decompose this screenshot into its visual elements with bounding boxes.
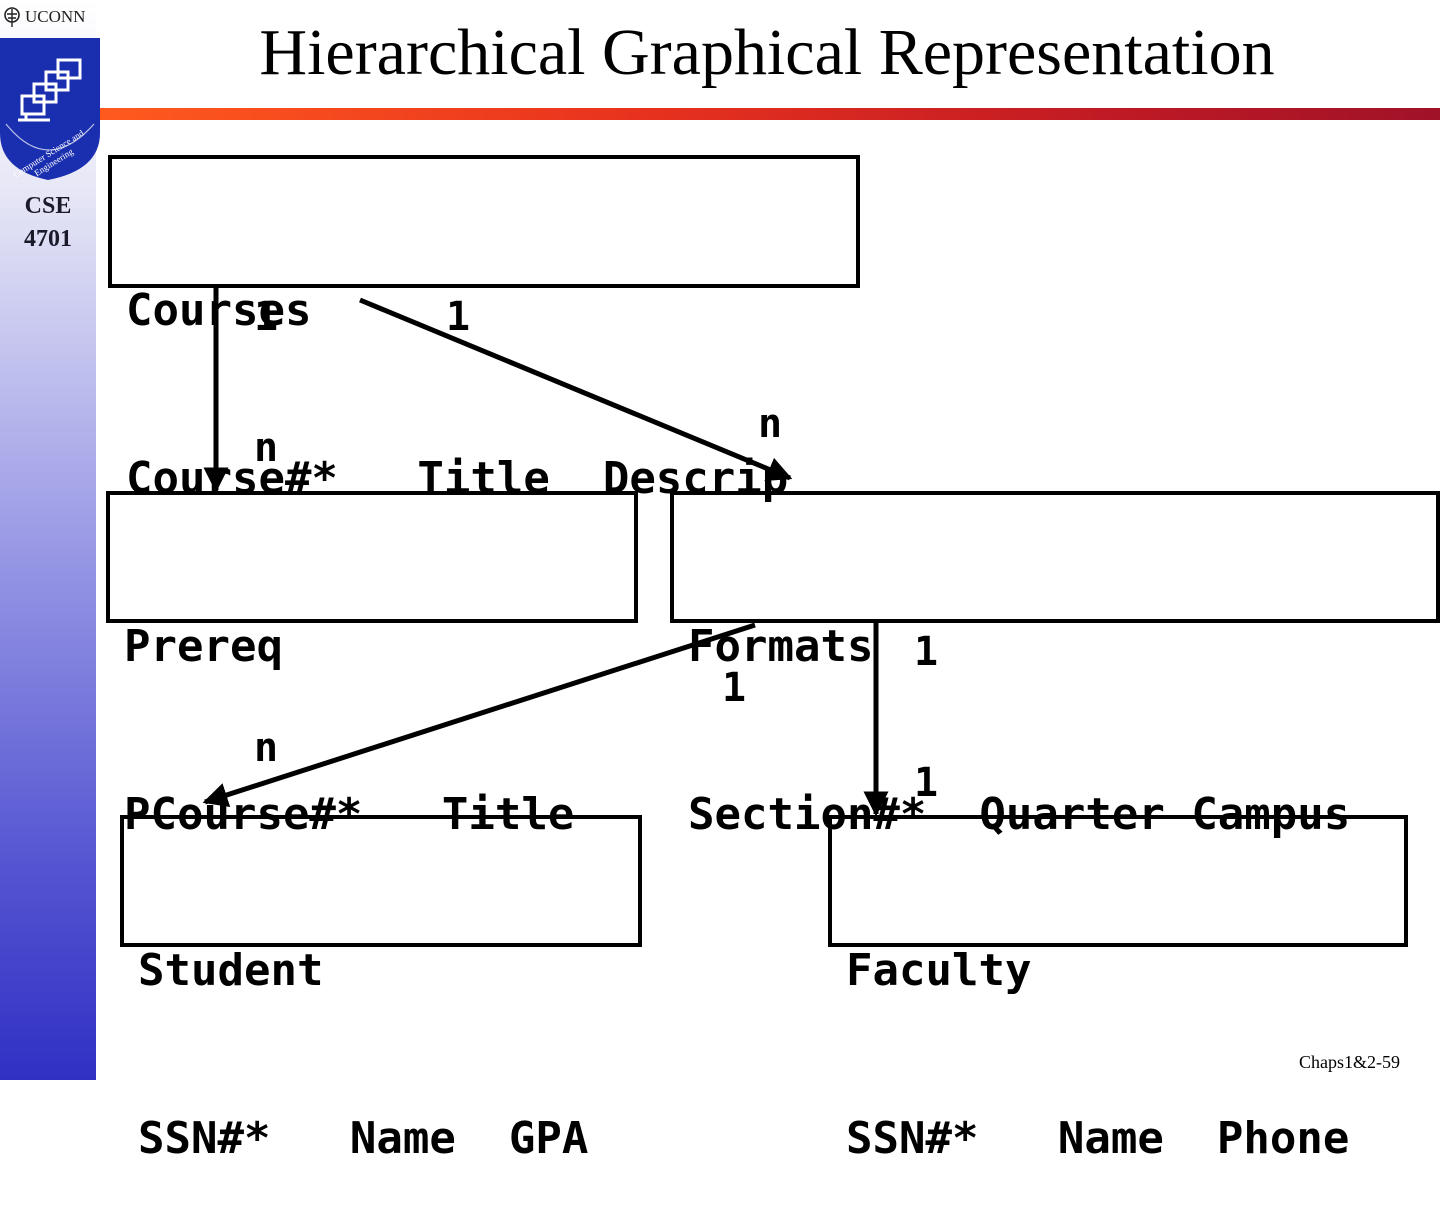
course-code: CSE 4701 [0,190,96,256]
courses-box-name: Courses [126,285,312,336]
edge-formats-student [202,622,756,808]
cardinality-formats-student-parent: 1 [722,665,747,711]
prereq-box: Prereq PCourse#* Title [106,491,638,840]
hierarchy-connectors [202,286,889,817]
cardinality-formats-faculty-parent: 1 [914,629,939,675]
course-code-line2: 4701 [24,226,72,252]
page-title: Hierarchical Graphical Representation [259,16,1275,89]
brand: UCONN [2,4,85,30]
title-rule [100,108,1440,120]
cardinality-formats-student-child: n [254,725,279,771]
prereq-box-name: Prereq [124,621,283,672]
student-box: Student SSN#* Name GPA [120,815,642,1164]
oak-leaf-icon [4,7,20,27]
cardinality-courses-prereq-child: n [254,425,279,471]
edge-courses-formats [359,297,793,481]
formats-box-name: Formats [688,621,874,672]
student-box-fields: SSN#* Name GPA [138,1113,589,1164]
brand-text: UCONN [25,7,86,26]
cardinality-formats-faculty-child: 1 [914,760,939,806]
formats-box-fields: Section#* Quarter Campus [688,789,1351,840]
formats-box: Formats Section#* Quarter Campus [670,491,1440,840]
prereq-box-fields: PCourse#* Title [124,789,575,840]
faculty-box-fields: SSN#* Name Phone [846,1113,1350,1164]
student-box-name: Student [138,945,324,996]
department-logo [0,38,100,180]
stacked-computers-icon [18,58,82,122]
cardinality-courses-prereq-parent: 1 [254,294,279,340]
cardinality-courses-formats-child: n [758,401,783,447]
course-code-line1: CSE [24,193,72,219]
faculty-box-name: Faculty [846,945,1032,996]
faculty-box: Faculty SSN#* Name Phone [828,815,1408,1164]
courses-box: Courses Course#* Title Descrip [108,155,860,504]
cardinality-courses-formats-parent: 1 [446,294,471,340]
page-number: Chaps1&2-59 [1299,1052,1400,1072]
sidebar [0,0,96,1080]
courses-box-fields: Course#* Title Descrip [126,453,789,504]
